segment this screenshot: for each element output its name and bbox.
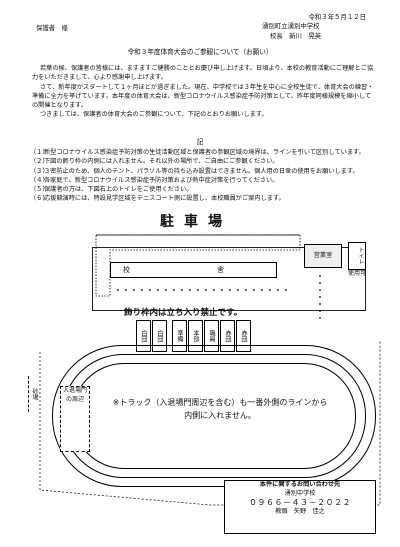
school-building: 校 舎 <box>110 262 277 278</box>
body-paragraph: さて、新年度がスタートして１ヶ月ほどが過ぎました。現在、中学校では３年生を中心に… <box>32 83 374 110</box>
school-outline <box>92 247 366 311</box>
slot-headquarters: 本部 <box>188 320 203 352</box>
body-text: 若葉の候、保護者の皆様には、ますますご健勝のこととお慶び申し上げます。日頃より、… <box>32 64 377 120</box>
rule-item: （２）下図の飾り枠の内側には入れません。それ以外の場所で、ご自由にご参観ください… <box>30 157 380 166</box>
tree-column-right <box>319 275 321 319</box>
rule-item: （６）応援競演時には、特設見学区域をテニスコート側に設置し、本校職員がご案内しま… <box>30 194 380 203</box>
rule-text: 新型コロナウイルス感染症予防対策の生徒活動区域と保護者の参観区域の境界は、ライン… <box>44 149 365 156</box>
body-paragraph: つきましては、保護者の体育大会のご参観について、下記のとおりお願いします。 <box>40 111 268 119</box>
rule-number: （４） <box>30 176 49 184</box>
body-paragraph: 若葉の候、保護者の皆様には、ますますご健勝のこととお慶び申し上げます。日頃より、… <box>32 65 374 82</box>
rule-number: （６） <box>30 195 49 203</box>
entrance-gate-area: 入退場門の周辺 <box>60 386 90 452</box>
rule-item: （１）新型コロナウイルス感染症予防対策の生徒活動区域と保護者の参観区域の境界は、… <box>30 148 380 157</box>
parking-title: 駐車場 <box>160 214 232 230</box>
sandbox: 砂場 <box>28 376 39 412</box>
page-title: 令和３年度体育大会のご参観について（お願い） <box>127 48 273 56</box>
date: 令和３年５月１２日 <box>308 13 366 21</box>
planter-row <box>117 289 287 291</box>
slot-staff: 職員 <box>204 320 219 352</box>
contact-box: 本件に関するお問い合わせ先 湧別中学校 ０９６６－４３－２０２２ 教頭 矢野 佳… <box>224 480 376 534</box>
rule-item: （５）保護者の方は、下図右上のトイレをご使用ください。 <box>30 185 380 194</box>
contact-phone: ０９６６－４３－２０２２ <box>249 498 351 508</box>
sender-principal: 校長 新川 晃英 <box>270 32 322 40</box>
rule-text: 応援競演時には、特設見学区域をテニスコート側に設置し、本校職員がご案内します。 <box>44 195 285 203</box>
slot-white-1: 白団 <box>136 320 151 352</box>
building-label: 校 舎 <box>123 266 264 274</box>
toilet: トイレ <box>348 242 366 270</box>
track-note: ※トラック（入退場門周辺を含む）も一番外側のラインから内側に入れません。 <box>112 398 328 420</box>
rule-text: ３密防止のため、個人のテント、パラソル等の持ち込み設置はできません。個人用の日傘… <box>44 167 359 175</box>
rule-item: （４）各家庭で、新型コロナウイルス感染症予防対策および熱中症対策を行ってください… <box>30 176 380 185</box>
office-room: 営業室 <box>304 244 342 268</box>
rule-text: 保護者の方は、下図右上のトイレをご使用ください。 <box>44 186 193 194</box>
slot-preparation: 準備 <box>172 320 187 352</box>
slot-red-2: 赤団 <box>236 320 251 352</box>
slot-white-2: 白団 <box>152 320 167 352</box>
recipient: 保護者 様 <box>36 24 68 32</box>
rule-text: 下図の飾り枠の内側には入れません。それ以外の場所で、ご自由にご参観ください。 <box>44 158 279 166</box>
rule-number: （３） <box>30 167 49 175</box>
rule-item: （３）３密防止のため、個人のテント、パラソル等の持ち込み設置はできません。個人用… <box>30 167 380 176</box>
rule-number: （５） <box>30 186 49 194</box>
contact-heading: 本件に関するお問い合わせ先 <box>259 481 341 488</box>
track-outer-line <box>52 345 376 487</box>
sender-school: 湧別町立湧別中学校 <box>262 22 320 30</box>
contact-school: 湧別中学校 <box>284 489 316 497</box>
rule-number: （２） <box>30 158 49 166</box>
toilet-available: 使用可 <box>348 270 367 277</box>
contact-person: 教頭 矢野 佳之 <box>275 508 325 516</box>
rules-list: （１）新型コロナウイルス感染症予防対策の生徒活動区域と保護者の参観区域の境界は、… <box>30 148 380 204</box>
rule-text: 各家庭で、新型コロナウイルス感染症予防対策および熱中症対策を行ってください。 <box>44 176 279 184</box>
field-boundary <box>39 340 381 506</box>
no-entry-notice: 飾り枠内は立ち入り禁止です。 <box>124 308 243 318</box>
slot-red-1: 赤団 <box>220 320 235 352</box>
ki-heading: 記 <box>196 138 204 146</box>
rule-number: （１） <box>30 149 49 156</box>
